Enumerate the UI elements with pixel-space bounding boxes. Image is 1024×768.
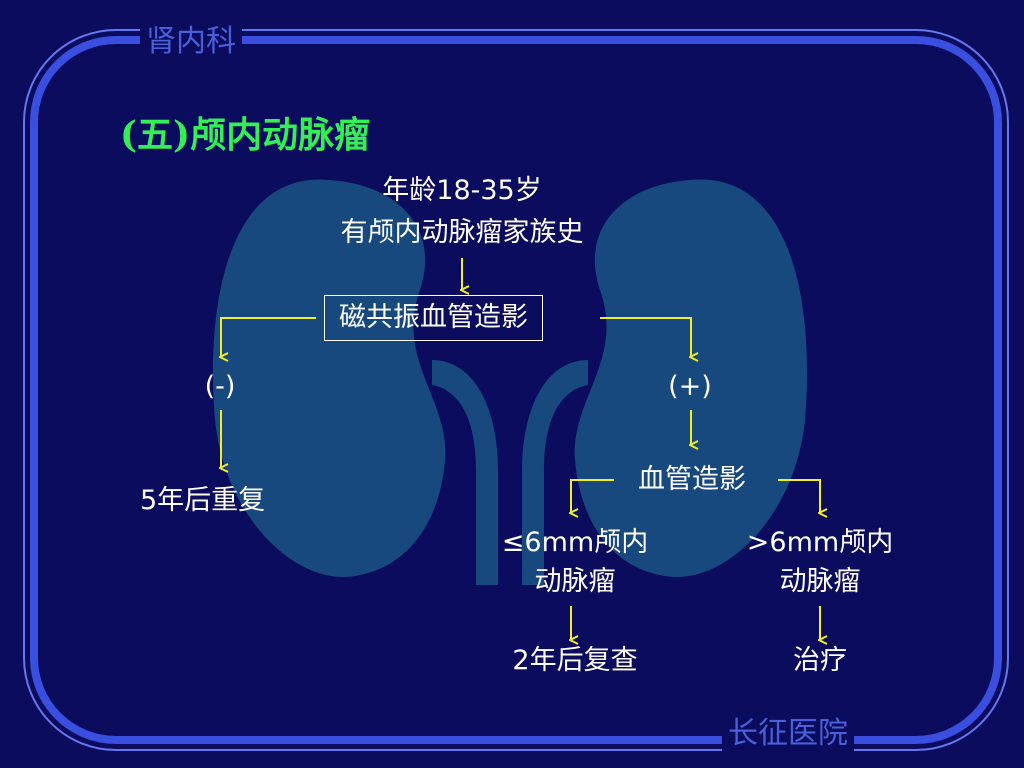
negative-outcome: 5年后重复 (140, 485, 266, 516)
small-aneurysm-line1: ≤6mm颅内 (501, 527, 649, 558)
department-label: 肾内科 (140, 16, 242, 60)
positive-result: (+) (668, 371, 712, 402)
angiography-label: 血管造影 (638, 464, 746, 495)
negative-result: (-) (204, 371, 236, 402)
criteria-age: 年龄18-35岁 (382, 175, 542, 206)
large-aneurysm-outcome: 治疗 (793, 645, 847, 676)
mra-test-box: 磁共振血管造影 (324, 295, 543, 341)
frame-outer (23, 29, 1009, 751)
kidney-watermark (212, 179, 808, 585)
slide-title: (五)颅内动脉瘤 (120, 114, 371, 156)
large-aneurysm-line1: >6mm颅内 (746, 527, 894, 558)
hospital-label: 长征医院 (722, 708, 854, 752)
frame-main (30, 36, 1002, 744)
small-aneurysm-line2: 动脉瘤 (534, 566, 616, 597)
small-aneurysm-outcome: 2年后复查 (512, 645, 638, 676)
criteria-family-history: 有颅内动脉瘤家族史 (340, 217, 584, 248)
large-aneurysm-line2: 动脉瘤 (779, 566, 861, 597)
